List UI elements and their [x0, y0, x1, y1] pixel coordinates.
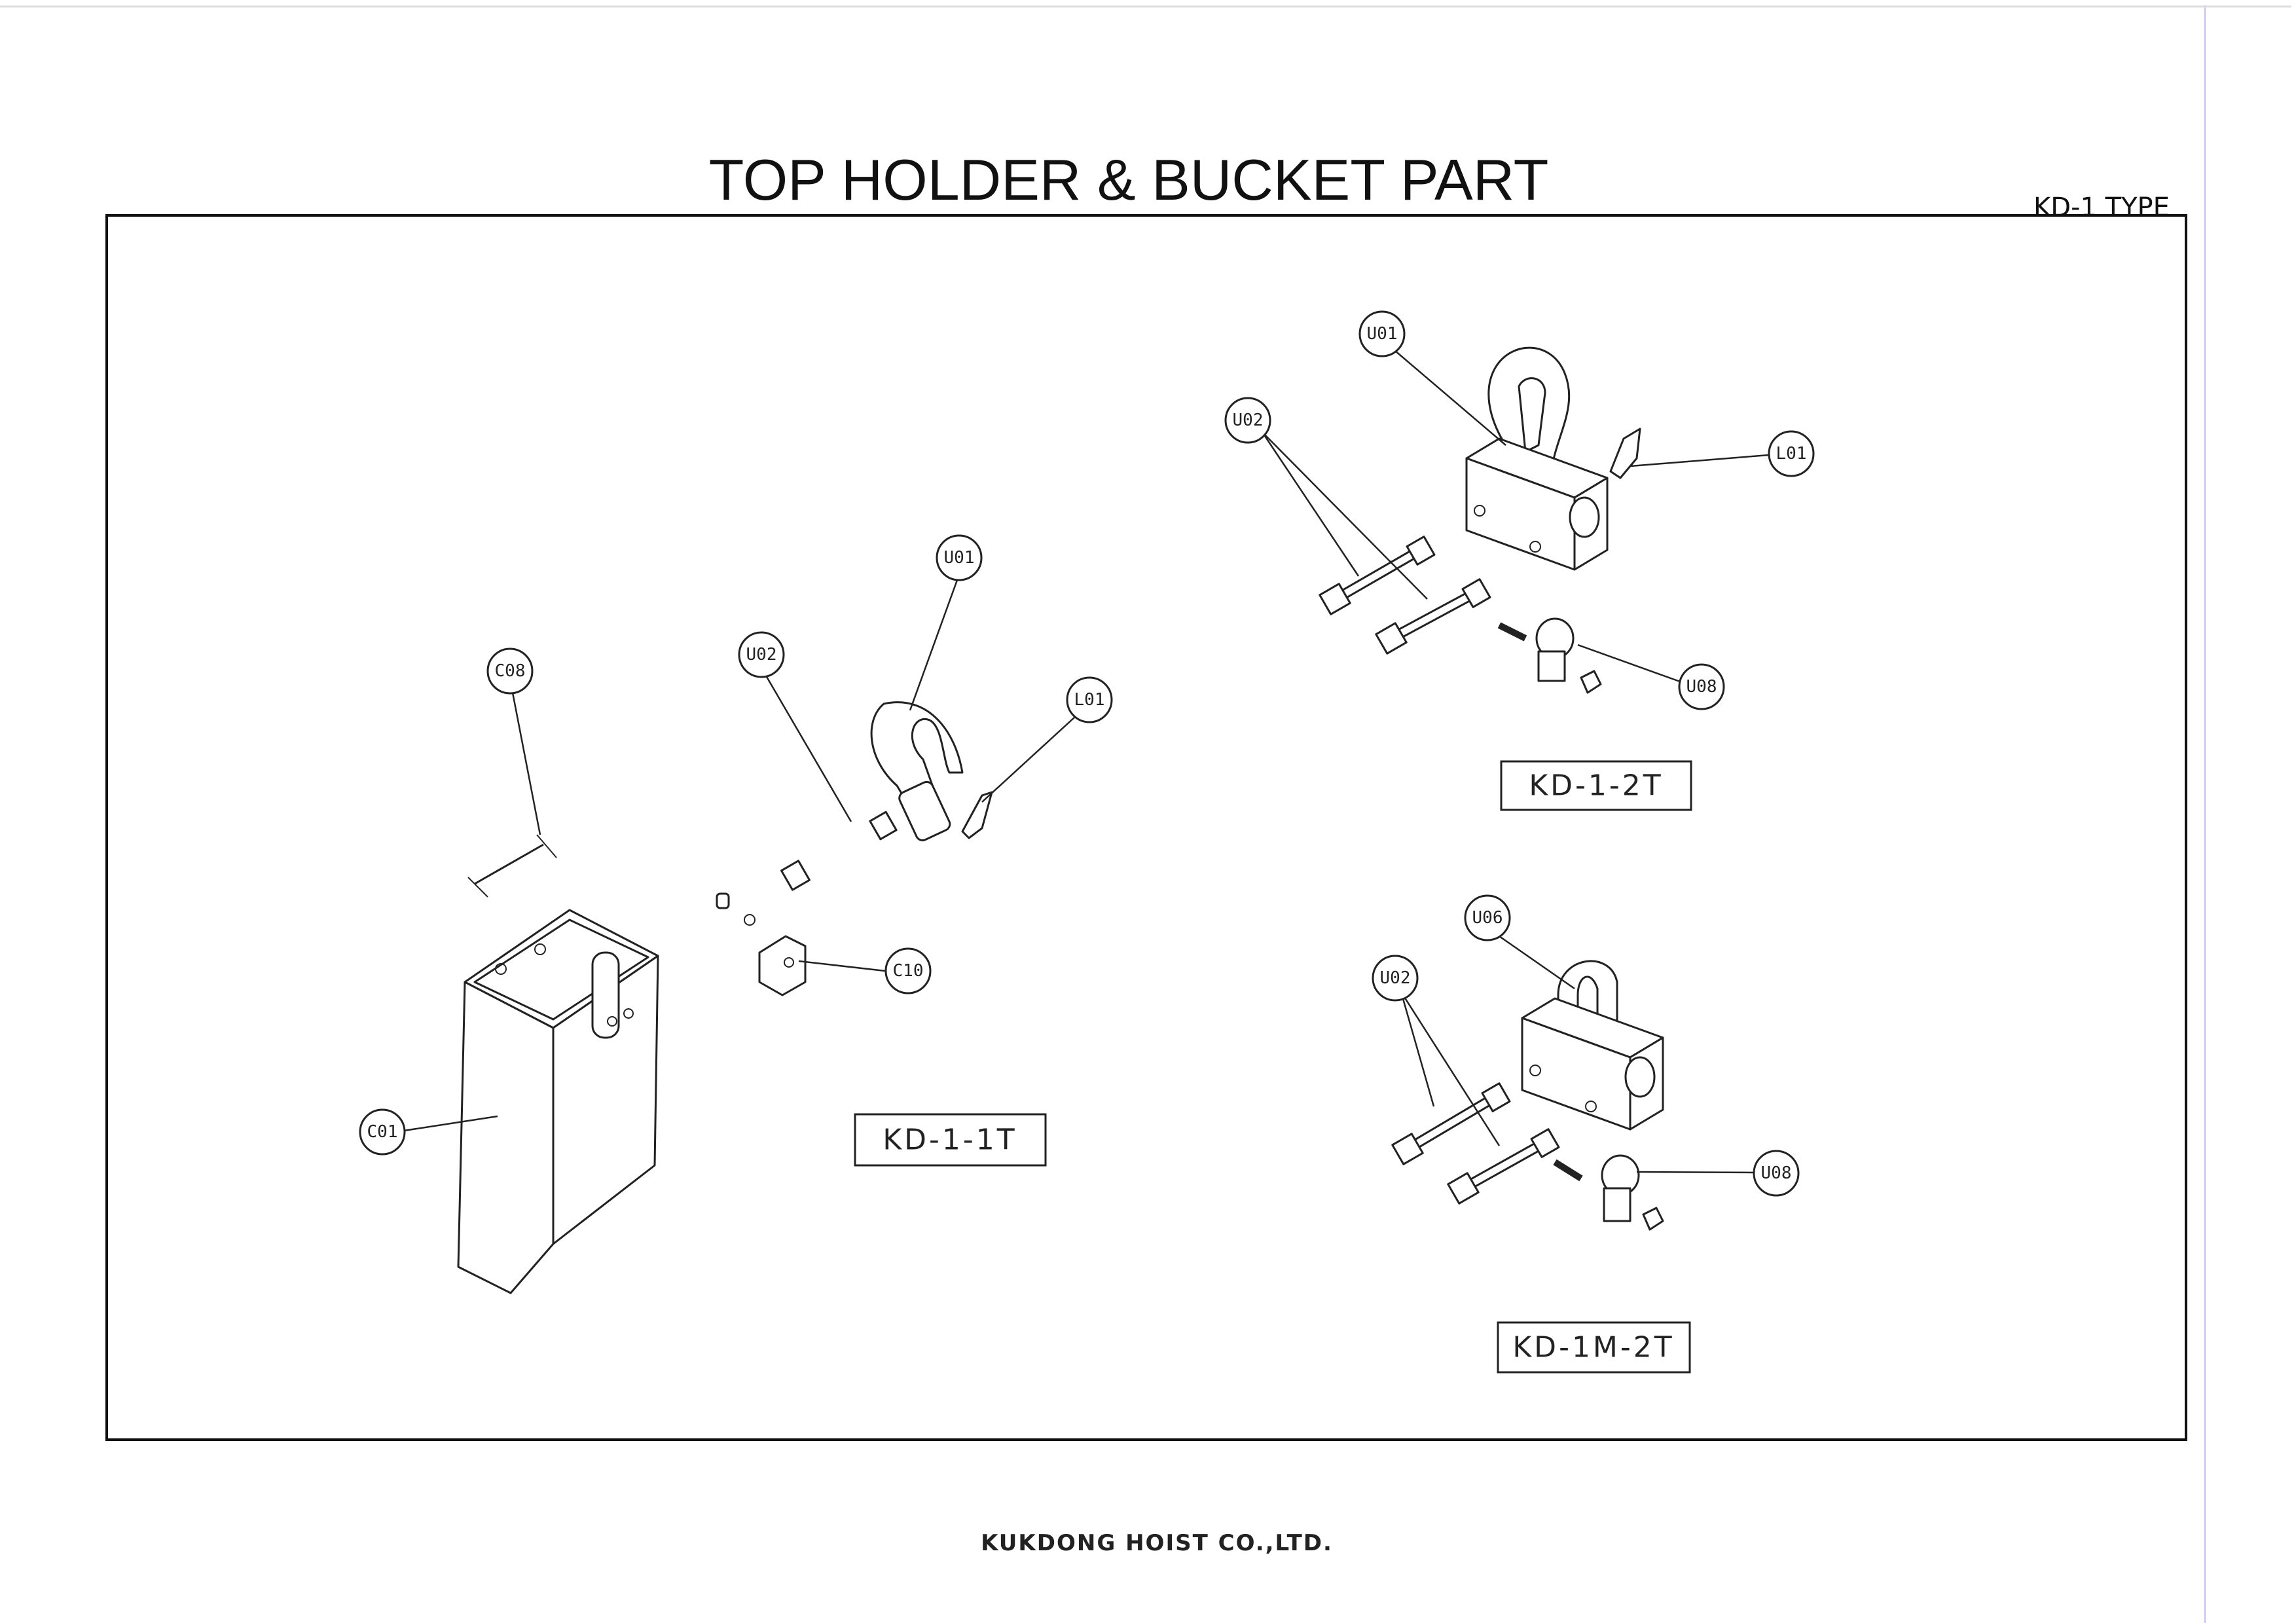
callout-u08: U08: [1753, 1150, 1800, 1197]
svg-text:U06: U06: [1472, 908, 1503, 928]
callout-u02: U02: [1224, 397, 1271, 444]
holder-block-part: [1465, 437, 1609, 571]
bucket-part: [457, 909, 659, 1294]
svg-text:L01: L01: [1776, 444, 1807, 464]
svg-text:U01: U01: [944, 548, 975, 568]
svg-text:C01: C01: [367, 1122, 398, 1142]
model-label-kd-1-1t: KD-1-1T: [854, 1113, 1047, 1167]
type-label: KD-1 TYPE: [2033, 192, 2170, 223]
page-title: TOP HOLDER & BUCKET PART: [709, 147, 1549, 212]
svg-text:U01: U01: [1367, 324, 1398, 344]
callout-c08: C08: [486, 647, 534, 695]
company-footer: KUKDONG HOIST CO.,LTD.: [981, 1530, 1333, 1556]
svg-text:U08: U08: [1686, 677, 1717, 697]
hook-part: [870, 701, 964, 842]
holder-block-part: [1521, 997, 1664, 1131]
svg-text:U02: U02: [746, 645, 777, 665]
svg-text:KD-1-2T: KD-1-2T: [1529, 769, 1663, 803]
latch-part: [1609, 428, 1641, 479]
bolt-part: [1447, 1128, 1560, 1205]
leader-lines: [403, 350, 1770, 1174]
latch-part: [961, 791, 993, 839]
callout-u02: U02: [1372, 955, 1419, 1002]
callout-u01: U01: [936, 534, 983, 581]
callout-u01: U01: [1358, 310, 1406, 357]
svg-text:L01: L01: [1074, 690, 1105, 710]
shackle-part: [1553, 1154, 1664, 1231]
svg-text:C08: C08: [495, 661, 526, 681]
bracket-part: [716, 892, 807, 996]
assembly-kd-1-2t: [1319, 346, 1641, 694]
shackle-part: [1497, 617, 1602, 694]
assembly-kd-1m-2t: [1391, 960, 1664, 1231]
model-label-kd-1-2t: KD-1-2T: [1500, 760, 1692, 811]
svg-text:U08: U08: [1761, 1163, 1792, 1183]
callout-l01: L01: [1768, 430, 1815, 477]
assembly-kd-1-1t: [457, 701, 993, 1294]
bolt-part: [1375, 578, 1491, 655]
callout-l01: L01: [1066, 676, 1113, 723]
svg-text:KD-1-1T: KD-1-1T: [883, 1123, 1017, 1157]
callout-c10: C10: [884, 947, 932, 994]
callout-u02: U02: [738, 631, 785, 678]
svg-text:KD-1M-2T: KD-1M-2T: [1512, 1331, 1674, 1364]
svg-text:C10: C10: [893, 961, 924, 981]
callout-u08: U08: [1678, 663, 1725, 710]
hook-part: [1487, 346, 1571, 473]
svg-text:U02: U02: [1380, 968, 1411, 988]
drawing-frame: [105, 214, 2187, 1441]
bolt-part: [1319, 536, 1436, 615]
callout-c01: C01: [359, 1108, 406, 1156]
model-label-kd-1m-2t: KD-1M-2T: [1497, 1321, 1691, 1374]
svg-text:U02: U02: [1233, 410, 1264, 430]
cotter-pin-part: [467, 834, 557, 898]
bolt-part: [780, 811, 898, 891]
callout-u06: U06: [1464, 894, 1511, 941]
bolt-part: [1391, 1082, 1511, 1165]
